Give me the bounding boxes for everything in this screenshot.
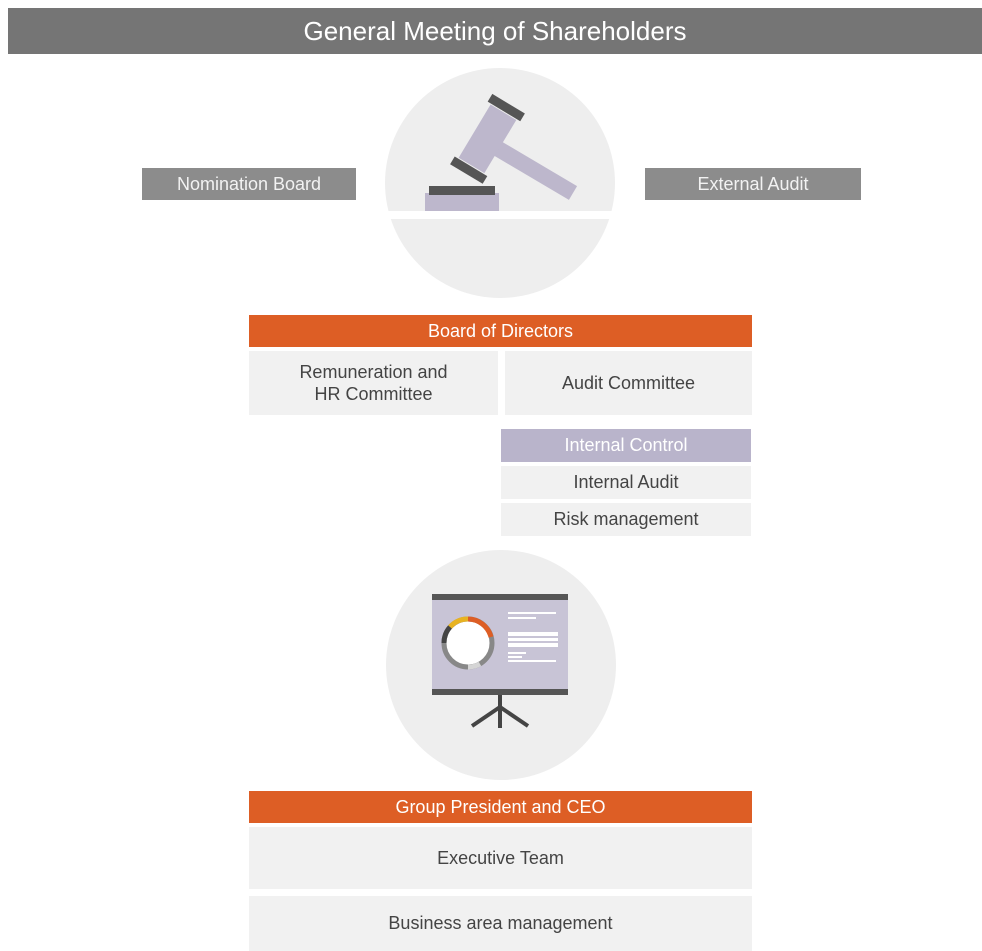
board-of-directors-header: Board of Directors: [249, 315, 752, 347]
internal-control-header: Internal Control: [501, 429, 751, 462]
remuneration-committee-box: Remuneration and HR Committee: [249, 351, 498, 415]
group-president-ceo-header: Group President and CEO: [249, 791, 752, 823]
nomination-board-label: Nomination Board: [142, 168, 356, 200]
presentation-board-icon: [432, 594, 568, 728]
business-area-management-box: Business area management: [249, 896, 752, 951]
audit-committee-box: Audit Committee: [505, 351, 752, 415]
page-title: General Meeting of Shareholders: [8, 8, 982, 54]
executive-team-box: Executive Team: [249, 827, 752, 889]
internal-audit-box: Internal Audit: [501, 466, 751, 499]
gavel-icon: [385, 93, 615, 219]
risk-management-box: Risk management: [501, 503, 751, 536]
external-audit-label: External Audit: [645, 168, 861, 200]
